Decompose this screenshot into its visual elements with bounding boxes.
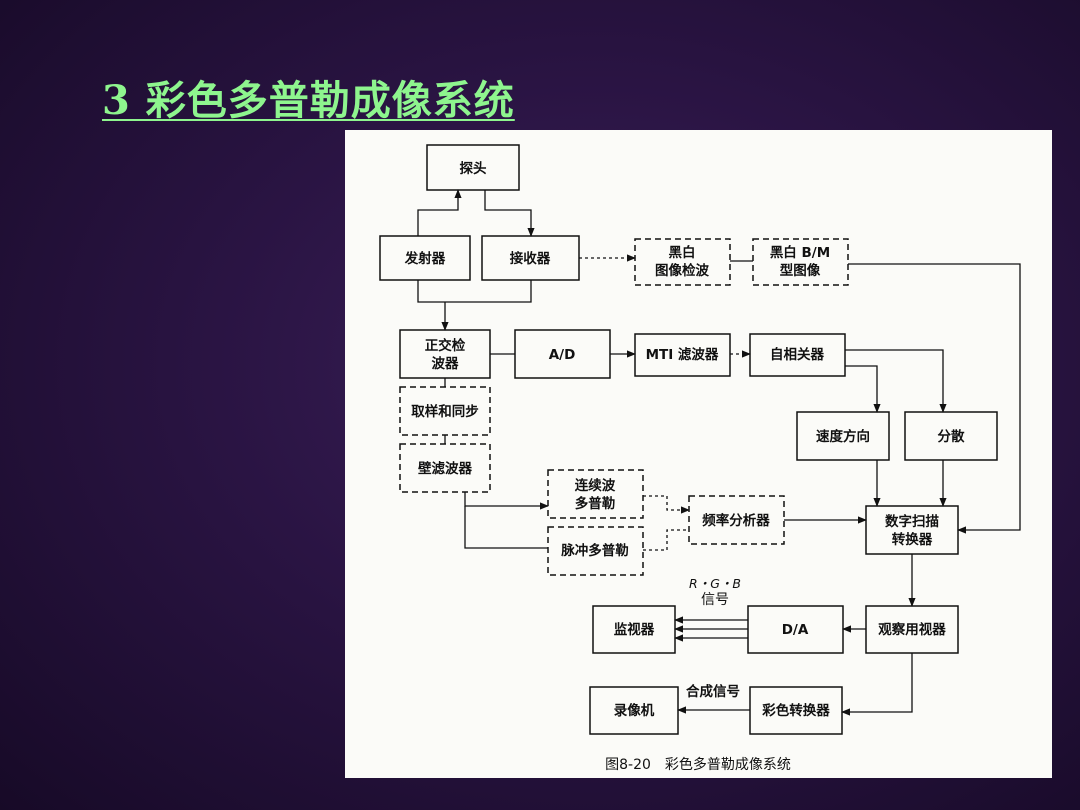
link-tx-probe	[417, 189, 462, 236]
label-bw-image-1: 黑白 B/M	[770, 244, 830, 261]
label-rgb-signal-2: 信号	[701, 592, 729, 608]
link-probe-rx	[484, 190, 535, 237]
label-bw-detect-2: 图像检波	[655, 262, 709, 279]
label-variance: 分散	[938, 428, 966, 445]
box-freq-analyzer	[688, 495, 785, 545]
link-observe-color	[841, 653, 913, 716]
box-transmitter	[379, 235, 471, 281]
label-quad-detect-2: 波器	[432, 355, 459, 372]
label-receiver: 接收器	[510, 250, 551, 267]
label-sample-sync: 取样和同步	[411, 403, 479, 420]
box-probe	[426, 144, 520, 191]
label-scan-converter-1: 数字扫描	[885, 513, 939, 530]
block-diagram: 探头 发射器 接收器 黑白 图像检波 黑白 B/M 型图像 正交检 波器 A/D…	[379, 144, 1021, 773]
link-autocorr-variance	[845, 349, 947, 413]
box-pulse-doppler	[547, 526, 644, 576]
label-composite-signal: 合成信号	[686, 683, 740, 700]
label-rgb-signal-1: R・G・B	[689, 576, 741, 591]
box-variance	[904, 411, 998, 461]
link-autocorr-velocity	[845, 365, 881, 413]
link-pulse-freq	[643, 529, 689, 551]
label-pulse-doppler: 脉冲多普勒	[560, 542, 629, 559]
label-da: D/A	[782, 622, 809, 638]
label-cw-doppler-2: 多普勒	[575, 495, 616, 512]
box-velocity	[796, 411, 890, 461]
label-wall-filter: 壁滤波器	[418, 460, 472, 477]
label-ad: A/D	[549, 347, 576, 363]
label-bw-detect-1: 黑白	[669, 244, 696, 261]
label-quad-detect-1: 正交检	[425, 337, 466, 354]
link-doppler-freq	[643, 495, 690, 514]
slide-title: 3 彩色多普勒成像系统	[102, 77, 515, 124]
link-bwimage-scan	[848, 263, 1021, 534]
label-monitor: 监视器	[614, 621, 655, 638]
label-mti: MTI 滤波器	[646, 346, 719, 363]
link-wall-cw	[464, 492, 549, 510]
label-transmitter: 发射器	[404, 250, 446, 267]
figure-caption: 图8-20 彩色多普勒成像系统	[605, 756, 791, 773]
label-bw-image-2: 型图像	[780, 262, 821, 279]
label-observe-display: 观察用视器	[878, 621, 946, 638]
link-tx-rx-bottom	[417, 280, 532, 303]
label-cw-doppler-1: 连续波	[575, 477, 616, 494]
link-wall-pulse	[464, 506, 548, 549]
label-scan-converter-2: 转换器	[892, 531, 933, 548]
block-diagram-figure: 探头 发射器 接收器 黑白 图像检波 黑白 B/M 型图像 正交检 波器 A/D…	[345, 130, 1052, 778]
label-freq-analyzer: 频率分析器	[702, 512, 770, 529]
box-cw-doppler	[547, 469, 644, 519]
label-autocorr: 自相关器	[770, 346, 824, 363]
label-vcr: 录像机	[614, 702, 655, 719]
label-probe: 探头	[460, 160, 487, 177]
label-velocity: 速度方向	[816, 428, 870, 445]
label-color-converter: 彩色转换器	[761, 702, 830, 719]
